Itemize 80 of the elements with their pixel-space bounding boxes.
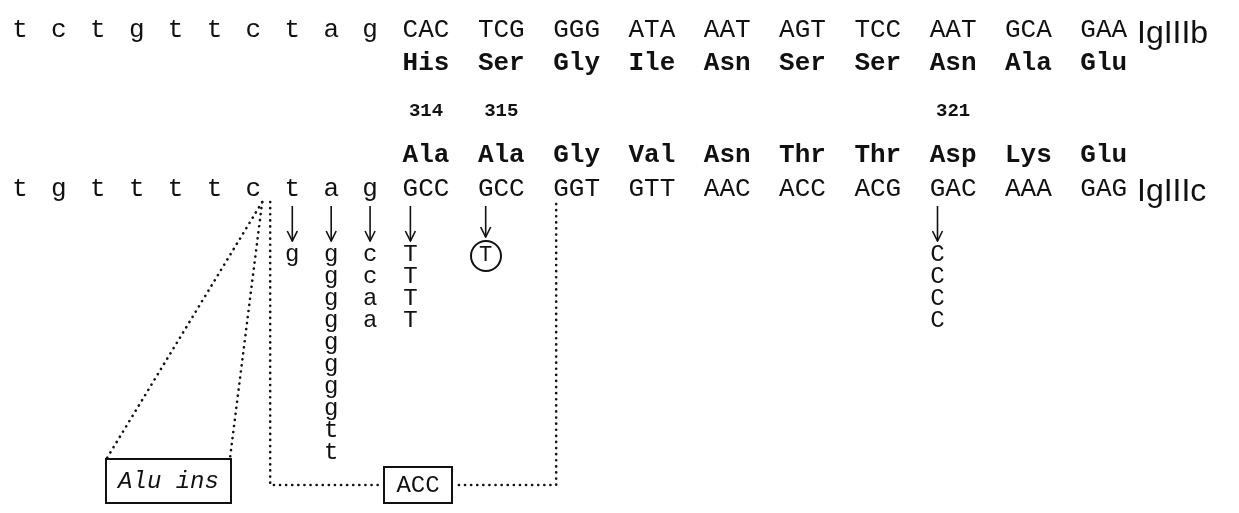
arrow [325,205,337,242]
nucleotide: t [90,174,106,204]
amino-acid: Glu [1080,140,1128,170]
codon: ACG [854,174,902,204]
codon: GAA [1080,15,1128,45]
amino-acid: Ala [402,140,450,170]
nucleotide: a [323,174,339,204]
nucleotide: c [245,15,262,45]
codon: GCC [402,174,450,204]
codon: GCA [1005,15,1052,45]
codon: GAC [929,174,977,204]
duplication-box: ACC [383,466,453,504]
arrow [364,205,376,242]
codon: ACC [779,174,826,204]
codon: ATA [628,15,676,45]
codon: CAC [402,15,450,45]
residue-number: 314 [408,100,444,122]
arrow [286,205,299,242]
nucleotide: t [128,174,145,204]
nucleotide: g [362,15,378,45]
amino-acid: Gly [553,48,600,78]
codon: GCC [477,174,525,204]
substituted-bases: C C C C [930,244,945,332]
amino-acid: Gly [553,140,600,170]
amino-acid: Asn [703,140,751,170]
arrow [931,205,944,242]
amino-acid: Lys [1005,140,1052,170]
amino-acid: Ser [854,48,902,78]
substituted-bases: T T T T [403,244,418,332]
codon: GGG [553,15,600,45]
amino-acid: Asp [929,140,977,170]
nucleotide: t [206,15,223,45]
amino-acid: Thr [854,140,902,170]
residue-number: 321 [936,100,971,122]
codon: GTT [628,174,676,204]
codon: AAA [1005,174,1052,204]
nucleotide: t [12,15,28,45]
sequence-name: IgIIIb [1137,13,1209,51]
codon: AAT [703,15,751,45]
codon: AAT [929,15,977,45]
nucleotide: t [206,174,223,204]
nucleotide: c [51,15,67,45]
residue-number: 315 [484,100,519,122]
nucleotide: t [12,174,28,204]
codon: AAC [703,174,751,204]
nucleotide: t [90,15,106,45]
amino-acid: Ser [477,48,525,78]
inserted-bases: c c a a [362,244,378,332]
sequence-name: IgIIIc [1137,171,1207,209]
amino-acid: Asn [703,48,751,78]
codon: GAG [1080,174,1128,204]
substituted-base: g [285,244,300,266]
amino-acid: His [402,48,450,78]
amino-acid: Glu [1080,48,1128,78]
nucleotide: t [167,174,184,204]
nucleotide: g [128,15,145,45]
nucleotide: a [323,15,339,45]
amino-acid: Ile [628,48,676,78]
amino-acid: Val [628,140,676,170]
circled-base: T [469,240,502,272]
codon: GGT [553,174,600,204]
insertion-box: Alu ins [105,458,232,504]
amino-acid: Thr [779,140,826,170]
arrow [404,205,417,242]
nucleotide: g [51,174,67,204]
nucleotide: g [362,174,378,204]
codon: AGT [779,15,826,45]
nucleotide: t [167,15,184,45]
nucleotide: t [284,174,301,204]
inserted-bases: g g g g g g g g t t [324,244,339,464]
amino-acid: Ser [779,48,826,78]
amino-acid: Asn [929,48,977,78]
arrow [479,205,492,238]
amino-acid: Ala [477,140,525,170]
dotted-line [228,200,264,460]
nucleotide: c [245,174,262,204]
nucleotide: t [284,15,301,45]
amino-acid: Ala [1005,48,1052,78]
codon: TCG [477,15,525,45]
codon: TCC [854,15,902,45]
